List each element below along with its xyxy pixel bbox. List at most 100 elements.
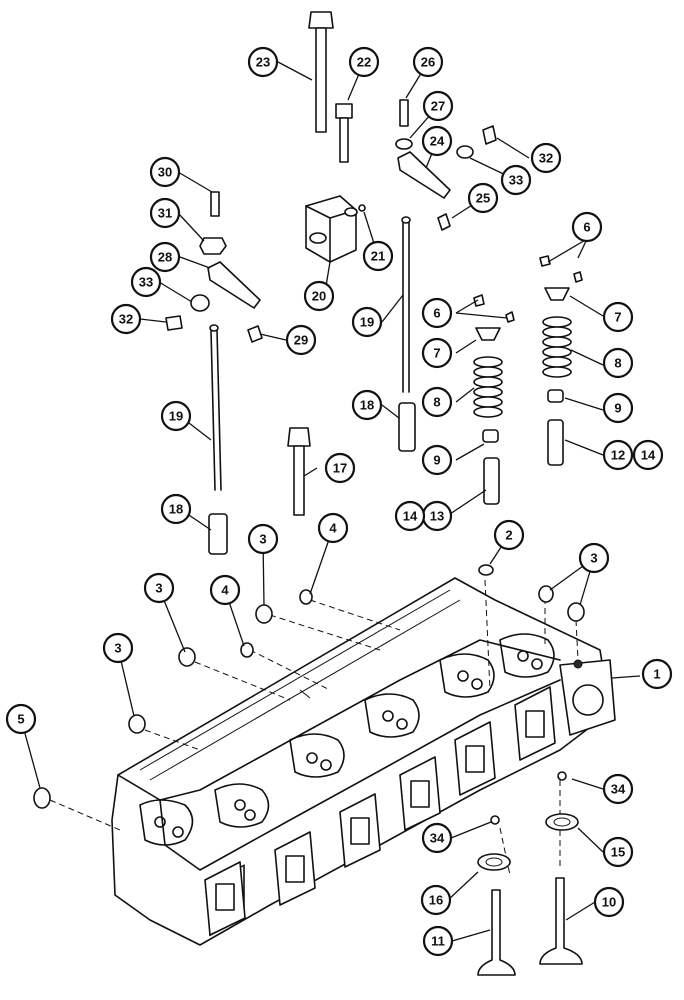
svg-text:14: 14 <box>641 448 656 463</box>
svg-text:33: 33 <box>509 173 523 188</box>
callout-6-left: 6 <box>421 297 453 329</box>
callout-17: 17 <box>324 452 356 484</box>
bolts-top <box>287 11 353 516</box>
cylinder-head <box>111 577 616 946</box>
svg-text:31: 31 <box>158 206 172 221</box>
callout-1: 1 <box>641 658 673 690</box>
svg-text:18: 18 <box>169 502 183 517</box>
callout-34-right: 34 <box>602 773 634 805</box>
callout-3-right: 3 <box>578 542 610 574</box>
svg-text:17: 17 <box>333 461 347 476</box>
svg-text:20: 20 <box>312 289 326 304</box>
svg-text:8: 8 <box>433 395 440 410</box>
svg-text:14: 14 <box>403 509 418 524</box>
port-flanges <box>204 686 556 937</box>
callout-22: 22 <box>348 46 380 78</box>
callout-34-left: 34 <box>421 822 453 854</box>
svg-text:27: 27 <box>431 99 445 114</box>
callout-14-lower: 14 <box>394 500 426 532</box>
svg-text:6: 6 <box>583 220 590 235</box>
callout-31: 31 <box>149 197 181 229</box>
svg-text:19: 19 <box>169 409 183 424</box>
svg-text:12: 12 <box>611 448 625 463</box>
callout-19-left: 19 <box>160 400 192 432</box>
callout-14-right: 14 <box>632 439 664 471</box>
svg-text:34: 34 <box>430 831 445 846</box>
valves <box>477 771 583 976</box>
svg-text:1: 1 <box>653 667 660 682</box>
callout-4-lower: 4 <box>209 574 241 606</box>
callout-12: 12 <box>602 439 634 471</box>
callout-13: 13 <box>421 500 453 532</box>
svg-text:15: 15 <box>611 845 625 860</box>
svg-text:13: 13 <box>430 509 444 524</box>
svg-text:3: 3 <box>259 532 266 547</box>
callout-24: 24 <box>421 125 453 157</box>
svg-text:3: 3 <box>590 551 597 566</box>
callout-7-right: 7 <box>602 301 634 333</box>
svg-text:25: 25 <box>476 191 490 206</box>
callout-26: 26 <box>412 46 444 78</box>
callout-15: 15 <box>602 836 634 868</box>
callout-16: 16 <box>420 884 452 916</box>
svg-text:7: 7 <box>614 310 621 325</box>
svg-text:7: 7 <box>433 346 440 361</box>
svg-text:24: 24 <box>430 134 445 149</box>
callout-19-right: 19 <box>351 306 383 338</box>
svg-text:34: 34 <box>611 782 626 797</box>
svg-text:10: 10 <box>602 895 616 910</box>
svg-text:21: 21 <box>371 249 385 264</box>
callout-30: 30 <box>149 156 181 188</box>
callout-28: 28 <box>149 241 181 273</box>
valve-train-right <box>395 99 583 505</box>
svg-text:2: 2 <box>505 528 512 543</box>
svg-text:23: 23 <box>256 55 270 70</box>
callout-7-left: 7 <box>421 337 453 369</box>
callout-32-left: 32 <box>110 303 142 335</box>
valve-cells <box>139 633 555 846</box>
callout-18-right: 18 <box>351 389 383 421</box>
svg-text:4: 4 <box>329 521 337 536</box>
svg-text:22: 22 <box>357 55 371 70</box>
callout-5: 5 <box>5 703 37 735</box>
spring-right <box>542 316 572 378</box>
callout-20: 20 <box>303 280 335 312</box>
spring-left <box>473 356 503 418</box>
svg-text:32: 32 <box>539 151 553 166</box>
svg-text:28: 28 <box>158 250 172 265</box>
callout-6-right: 6 <box>571 211 603 243</box>
svg-text:32: 32 <box>119 312 133 327</box>
svg-text:11: 11 <box>431 934 445 949</box>
svg-text:8: 8 <box>614 356 621 371</box>
callout-3-mid-left: 3 <box>143 572 175 604</box>
callout-32-right: 32 <box>530 142 562 174</box>
svg-text:3: 3 <box>155 581 162 596</box>
callout-8-left: 8 <box>421 386 453 418</box>
svg-text:33: 33 <box>139 275 153 290</box>
svg-text:30: 30 <box>158 165 172 180</box>
svg-text:6: 6 <box>433 306 440 321</box>
callout-9-right: 9 <box>602 392 634 424</box>
svg-text:19: 19 <box>360 315 374 330</box>
svg-text:26: 26 <box>421 55 435 70</box>
svg-text:18: 18 <box>360 398 374 413</box>
rocker-pedestal <box>305 195 366 263</box>
callout-3-left: 3 <box>102 632 134 664</box>
callout-23: 23 <box>247 46 279 78</box>
callout-29: 29 <box>285 324 317 356</box>
svg-text:4: 4 <box>221 583 229 598</box>
callout-2: 2 <box>493 519 525 551</box>
callout-25: 25 <box>467 182 499 214</box>
callout-33-right: 33 <box>500 164 532 196</box>
callout-3-mid-upper: 3 <box>247 523 279 555</box>
valve-train-left <box>165 191 263 555</box>
svg-text:29: 29 <box>294 333 308 348</box>
callout-11: 11 <box>422 925 454 957</box>
svg-text:5: 5 <box>17 712 24 727</box>
svg-text:16: 16 <box>429 893 443 908</box>
small-plugs <box>33 564 585 809</box>
callout-10: 10 <box>593 886 625 918</box>
callout-33-left: 33 <box>130 266 162 298</box>
svg-text:9: 9 <box>433 453 440 468</box>
svg-text:9: 9 <box>614 401 621 416</box>
